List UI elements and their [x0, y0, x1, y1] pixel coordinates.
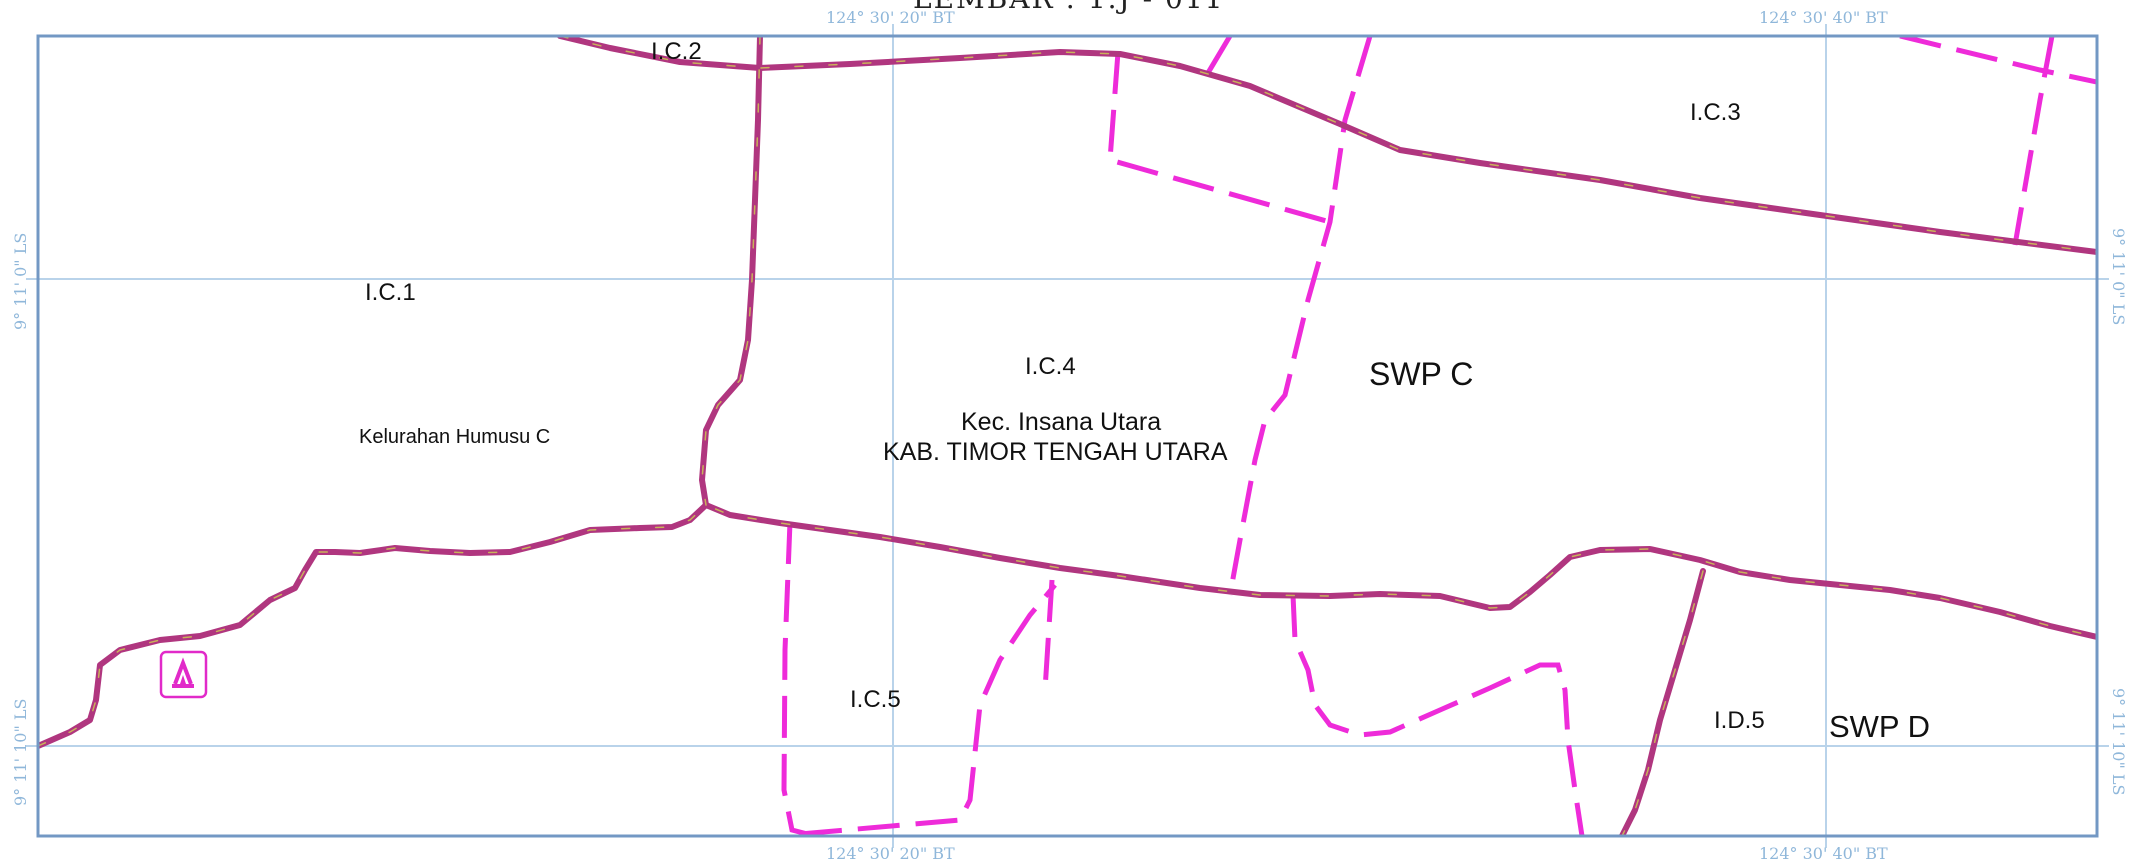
coord-top-lon-1: 124° 30' 20" BT: [826, 8, 955, 27]
boundary-top-short: [1202, 36, 1233, 80]
label-swp-d: SWP D: [1829, 709, 1931, 744]
label-ic2: I.C.2: [651, 38, 702, 65]
boundary-right-vertical: [2012, 36, 2055, 246]
roads: [38, 36, 2097, 836]
label-ic1: I.C.1: [365, 279, 416, 306]
road-north: [557, 36, 2097, 255]
label-ic5: I.C.5: [850, 686, 901, 713]
road-main-east-west: [38, 502, 2097, 749]
graticule-grid: [38, 36, 2097, 836]
road-vertical-center: [699, 36, 763, 508]
campsite-tent-icon[interactable]: [159, 650, 208, 699]
graticule-ticks: [26, 24, 2109, 848]
coord-right-lat-1: 9° 11' 0" LS: [2109, 228, 2128, 326]
label-ic4: I.C.4: [1025, 353, 1076, 380]
label-kabupaten: KAB. TIMOR TENGAH UTARA: [883, 438, 1228, 466]
boundary-ic5-bottom: [799, 583, 1057, 836]
boundary-main-north-south: [1227, 36, 1373, 596]
boundary-ic5-inner: [1042, 579, 1055, 691]
boundary-ic5-west: [781, 521, 816, 836]
boundary-loop-south: [1290, 594, 1585, 836]
coord-left-lat-1: 9° 11' 0" LS: [11, 232, 30, 330]
boundary-top-right: [1899, 36, 2097, 85]
coord-bottom-lon-2: 124° 30' 40" BT: [1759, 844, 1888, 863]
road-south-east: [1619, 568, 1706, 836]
boundary-top-rect: [1107, 51, 1331, 225]
coord-bottom-lon-1: 124° 30' 20" BT: [826, 844, 955, 863]
map-frame: [36, 34, 2099, 838]
label-ic3: I.C.3: [1690, 99, 1741, 126]
label-id5: I.D.5: [1714, 707, 1765, 734]
label-kecamatan: Kec. Insana Utara: [961, 408, 1162, 436]
coord-left-lat-2: 9° 11' 10" LS: [11, 698, 30, 807]
label-swp-c: SWP C: [1369, 356, 1474, 392]
coord-right-lat-2: 9° 11' 10" LS: [2109, 688, 2128, 796]
coord-top-lon-2: 124° 30' 40" BT: [1759, 8, 1888, 27]
sheet-title: LEMBAR : 1.J - 011: [913, 0, 1224, 15]
label-kelurahan: Kelurahan Humusu C: [359, 426, 551, 448]
administrative-boundaries: [781, 36, 2097, 836]
